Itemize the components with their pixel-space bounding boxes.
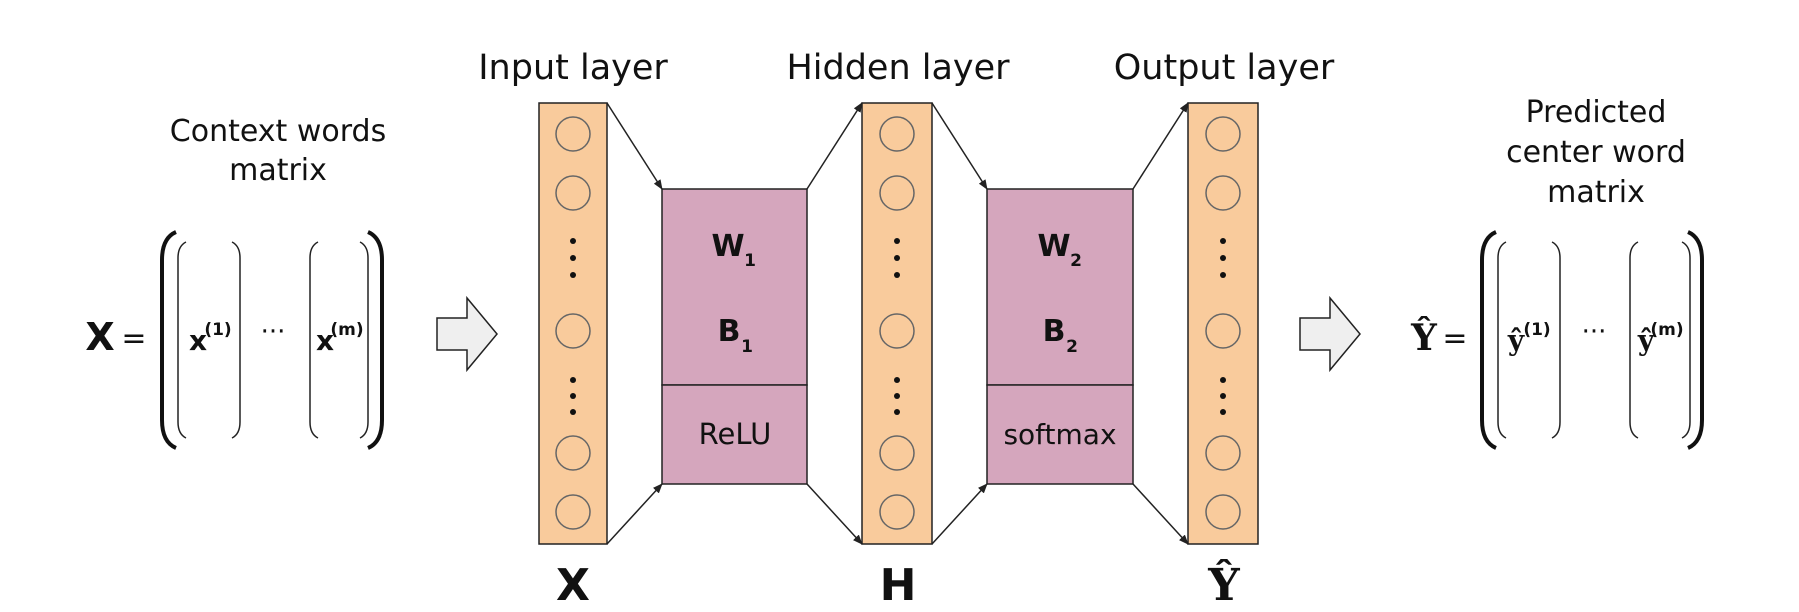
weights-bias-box-1 (661, 188, 808, 386)
output-layer (1187, 102, 1259, 545)
neuron (879, 175, 915, 211)
ellipsis-dots (570, 377, 576, 415)
output-matrix-left-bracket (1480, 230, 1497, 450)
output-column-m-right-paren (1681, 241, 1691, 439)
activation-box-2 (986, 384, 1134, 485)
connection-arrow (931, 483, 988, 545)
neuron (555, 494, 591, 530)
output-layer-title: Output layer (1114, 48, 1335, 88)
weights-bias-box-2 (986, 188, 1134, 386)
input-column-m-left-paren (309, 241, 319, 439)
connection-arrow (1132, 102, 1189, 190)
output-column-1-superscript: (1) (1523, 320, 1550, 340)
output-layer-symbol: Ŷ (1207, 558, 1240, 611)
activation-label-2: softmax (1003, 418, 1116, 451)
weight-subscript-1: 1 (744, 251, 756, 271)
input-layer-box (538, 102, 608, 545)
input-column-1-right-paren (231, 241, 241, 439)
output-column-m-left-paren (1629, 241, 1639, 439)
input-column-1-superscript: (1) (204, 320, 231, 340)
input-column-1-vector: x (189, 324, 207, 357)
output-matrix-symbol: Ŷ (1410, 317, 1438, 359)
neuron (1205, 116, 1241, 152)
bias-label-1: B (718, 314, 741, 349)
ellipsis-dots (570, 238, 576, 278)
input-matrix-symbol: X (85, 315, 114, 359)
activation-label-1: ReLU (699, 417, 772, 451)
output-column-m-superscript: (m) (1650, 320, 1683, 340)
ellipsis-dots (1220, 238, 1226, 278)
input-layer (538, 102, 608, 545)
weight-label-2: W (1037, 229, 1070, 264)
neuron (879, 313, 915, 349)
weight-label-1: W (711, 229, 744, 264)
transform-block-1: W 1 B 1 ReLU (661, 188, 808, 485)
input-column-1-left-paren (177, 241, 187, 439)
connection-arrow (806, 102, 863, 190)
input-matrix-caption-line2: matrix (229, 153, 327, 188)
ellipsis-dots (894, 238, 900, 278)
bias-label-2: B (1043, 314, 1066, 349)
bias-subscript-2: 2 (1066, 337, 1078, 357)
output-matrix-caption-line1: Predicted (1526, 95, 1667, 130)
transform-block-2: W 2 B 2 softmax (986, 188, 1134, 485)
output-column-1-vector: ŷ (1507, 324, 1525, 357)
activation-box-1 (661, 384, 808, 485)
connection-arrow (931, 102, 988, 190)
neuron (1205, 494, 1241, 530)
neuron (555, 313, 591, 349)
input-column-m-vector: x (316, 324, 334, 357)
input-matrix-equals: = (121, 321, 146, 356)
ellipsis-dots (894, 377, 900, 415)
input-column-m-right-paren (359, 241, 369, 439)
neuron (1205, 313, 1241, 349)
neuron (555, 435, 591, 471)
output-matrix-right-bracket (1687, 230, 1704, 450)
input-column-m-superscript: (m) (330, 320, 363, 340)
neuron (1205, 175, 1241, 211)
output-column-m-vector: ŷ (1637, 324, 1655, 357)
output-matrix-caption-line2: center word (1506, 135, 1686, 170)
output-matrix-equals: = (1442, 321, 1467, 356)
input-matrix-left-bracket (160, 230, 177, 450)
weight-subscript-2: 2 (1070, 251, 1082, 271)
neuron (555, 116, 591, 152)
bias-subscript-1: 1 (741, 337, 753, 357)
output-column-1-right-paren (1551, 241, 1561, 439)
flow-arrow-into-network (436, 295, 498, 373)
hidden-layer-box (861, 102, 933, 545)
neuron (879, 494, 915, 530)
connection-arrow (1132, 483, 1189, 545)
output-matrix-ellipsis: ··· (1582, 317, 1607, 347)
input-matrix-caption-line1: Context words (170, 114, 386, 149)
neuron (879, 116, 915, 152)
output-column-1-left-paren (1497, 241, 1507, 439)
input-layer-title: Input layer (478, 48, 668, 88)
input-layer-symbol: X (556, 560, 590, 611)
neuron (1205, 435, 1241, 471)
hidden-layer-title: Hidden layer (786, 48, 1010, 88)
output-layer-box (1187, 102, 1259, 545)
input-matrix-right-bracket (367, 230, 384, 450)
neuron (879, 435, 915, 471)
ellipsis-dots (1220, 377, 1226, 415)
flow-arrow-out-of-network (1299, 295, 1361, 373)
connection-arrow (606, 102, 663, 190)
connection-arrow (806, 483, 863, 545)
connection-arrow (606, 483, 663, 545)
hidden-layer-symbol: H (880, 560, 917, 611)
input-matrix-ellipsis: ··· (261, 317, 286, 347)
neuron (555, 175, 591, 211)
output-matrix-caption-line3: matrix (1547, 175, 1645, 210)
hidden-layer (861, 102, 933, 545)
